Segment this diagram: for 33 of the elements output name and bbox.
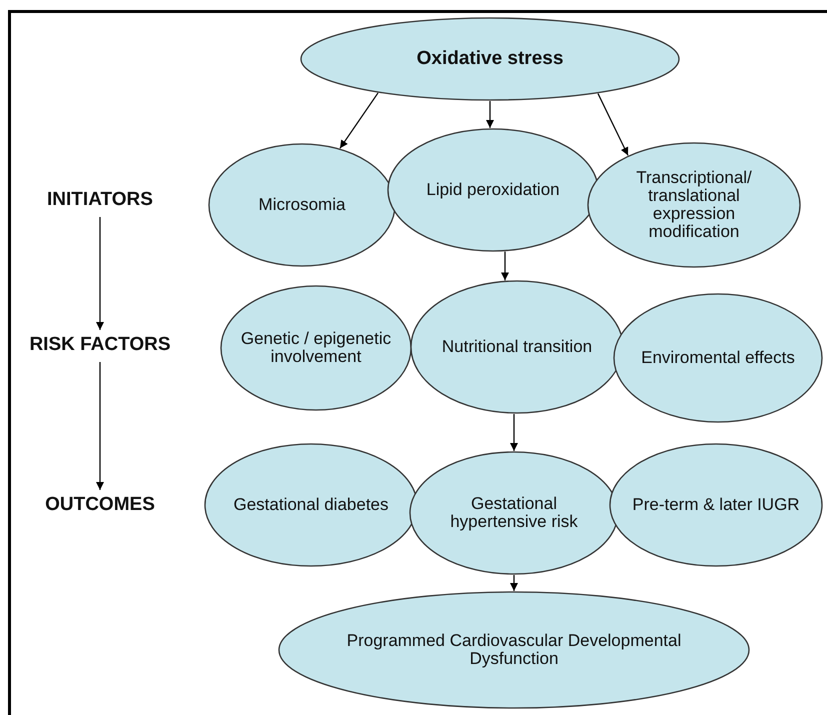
ellipse-node [278, 591, 750, 709]
ellipse-node [609, 443, 823, 567]
node-label: Transcriptional/ translational expression modification [635, 169, 753, 241]
ellipse-node [220, 285, 412, 411]
ellipse-node [387, 128, 599, 252]
ellipse-node [208, 143, 396, 267]
ellipse-node [204, 443, 418, 567]
node-label: Oxidative stress [416, 50, 564, 68]
arrow [510, 414, 518, 451]
arrow [597, 93, 629, 156]
ellipse-node [300, 17, 680, 101]
arrow [340, 92, 378, 149]
arrow [486, 101, 494, 128]
stage-label: OUTCOMES [25, 492, 175, 518]
node-label: Gestational diabetes [232, 496, 390, 514]
node-label: Gestational hypertensive risk [449, 495, 579, 531]
arrow [510, 575, 518, 591]
node-label: Nutritional transition [440, 338, 594, 356]
arrow [501, 252, 509, 280]
node-label: Genetic / epigenetic involvement [240, 330, 392, 366]
ellipse-node [587, 142, 801, 268]
stage-label: INITIATORS [15, 187, 185, 213]
arrow [96, 217, 104, 330]
arrow [96, 362, 104, 490]
node-label: Enviromental effects [640, 349, 796, 367]
ellipse-node [410, 280, 624, 414]
node-label: Programmed Cardiovascular Developmental Dysfunction [346, 632, 682, 668]
node-label: Pre-term & later IUGR [631, 496, 801, 514]
node-label: Microsomia [258, 196, 346, 214]
stage-label: RISK FACTORS [10, 332, 190, 358]
ellipse-node [409, 451, 619, 575]
ellipse-node [613, 293, 823, 423]
node-label: Lipid peroxidation [425, 181, 561, 199]
